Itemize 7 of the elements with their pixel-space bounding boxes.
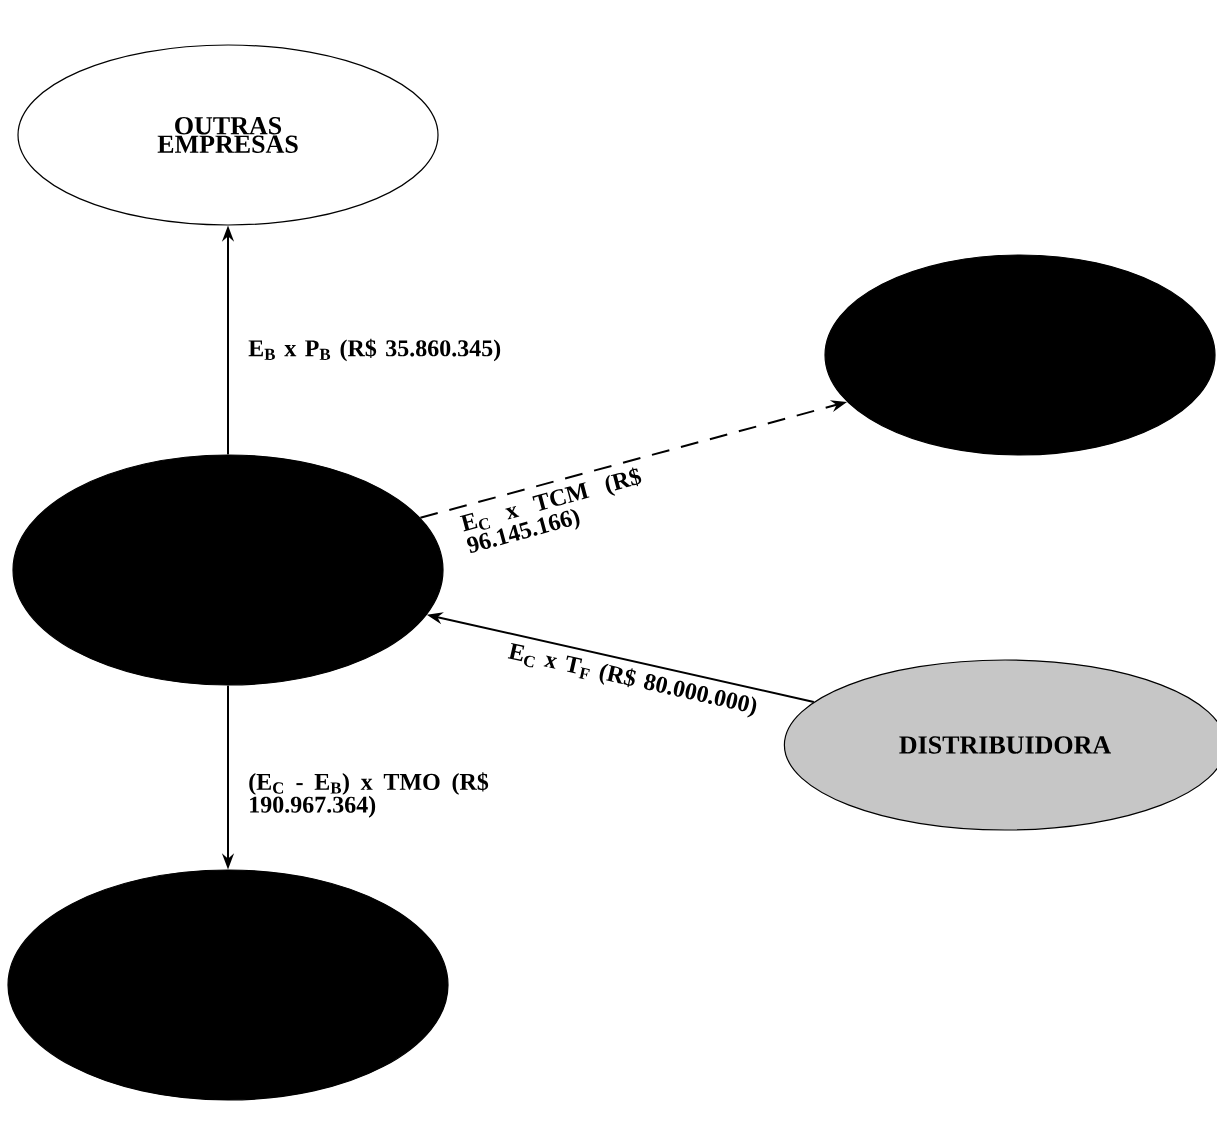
edge-label: (E$_{C}$ - E$_{B}$) x TMO (R$ 190.967.364) [249, 772, 489, 818]
filled-ellipse [824, 254, 1216, 456]
ellipse-node: OUTRAS EMPRESAS [17, 44, 439, 226]
edge-label: E$_{B}$ x P$_{B}$ (R$ 35.860.345) [248, 338, 501, 362]
filled-ellipse [7, 869, 449, 1101]
filled-ellipse [12, 454, 444, 686]
ellipse-node: DISTRIBUIDORA [783, 659, 1217, 831]
